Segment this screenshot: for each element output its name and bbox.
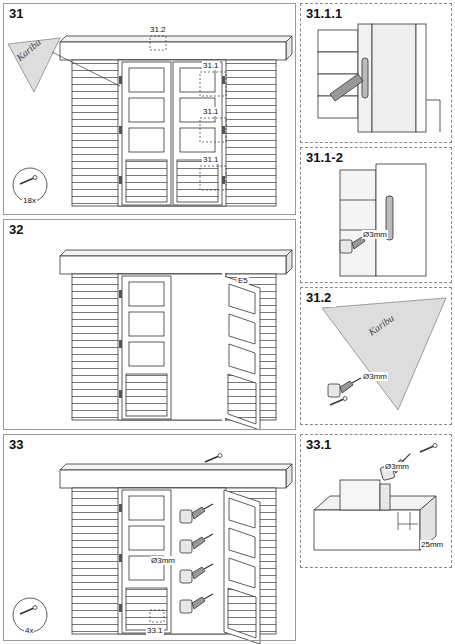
callout-label: 31.1 bbox=[202, 155, 220, 164]
step-number: 31.1-2 bbox=[301, 148, 348, 167]
step-panel: 31.1-2 bbox=[300, 147, 452, 283]
callout-label: Ø3mm bbox=[150, 556, 176, 565]
callout-label: Ø3mm bbox=[384, 462, 410, 471]
callout-label: 18x bbox=[22, 196, 37, 205]
callout-label: E5 bbox=[237, 276, 249, 285]
callout-label: Ø3mm bbox=[362, 372, 388, 381]
callout-label: 25mm bbox=[420, 540, 444, 549]
callout-label: 33.1 bbox=[146, 626, 164, 635]
step-number: 32 bbox=[4, 220, 28, 239]
step-number: 31.2 bbox=[301, 288, 336, 307]
step-panel: 31.2 bbox=[300, 287, 452, 425]
step-number: 33.1 bbox=[301, 435, 336, 454]
callout-label: 31.1 bbox=[202, 107, 220, 116]
step-panel: 31 bbox=[3, 3, 296, 215]
callout-label: 4x bbox=[24, 626, 34, 635]
callout-label: 31.2 bbox=[149, 25, 167, 34]
callout-label: Ø3mm bbox=[362, 230, 388, 239]
step-number: 33 bbox=[4, 435, 28, 454]
step-number: 31 bbox=[4, 4, 28, 23]
step-panel: 32 bbox=[3, 219, 296, 430]
callout-label: 31.1 bbox=[202, 61, 220, 70]
step-panel: 31.1.1 bbox=[300, 3, 452, 143]
step-panel: 33 bbox=[3, 434, 296, 641]
step-number: 31.1.1 bbox=[301, 4, 347, 23]
